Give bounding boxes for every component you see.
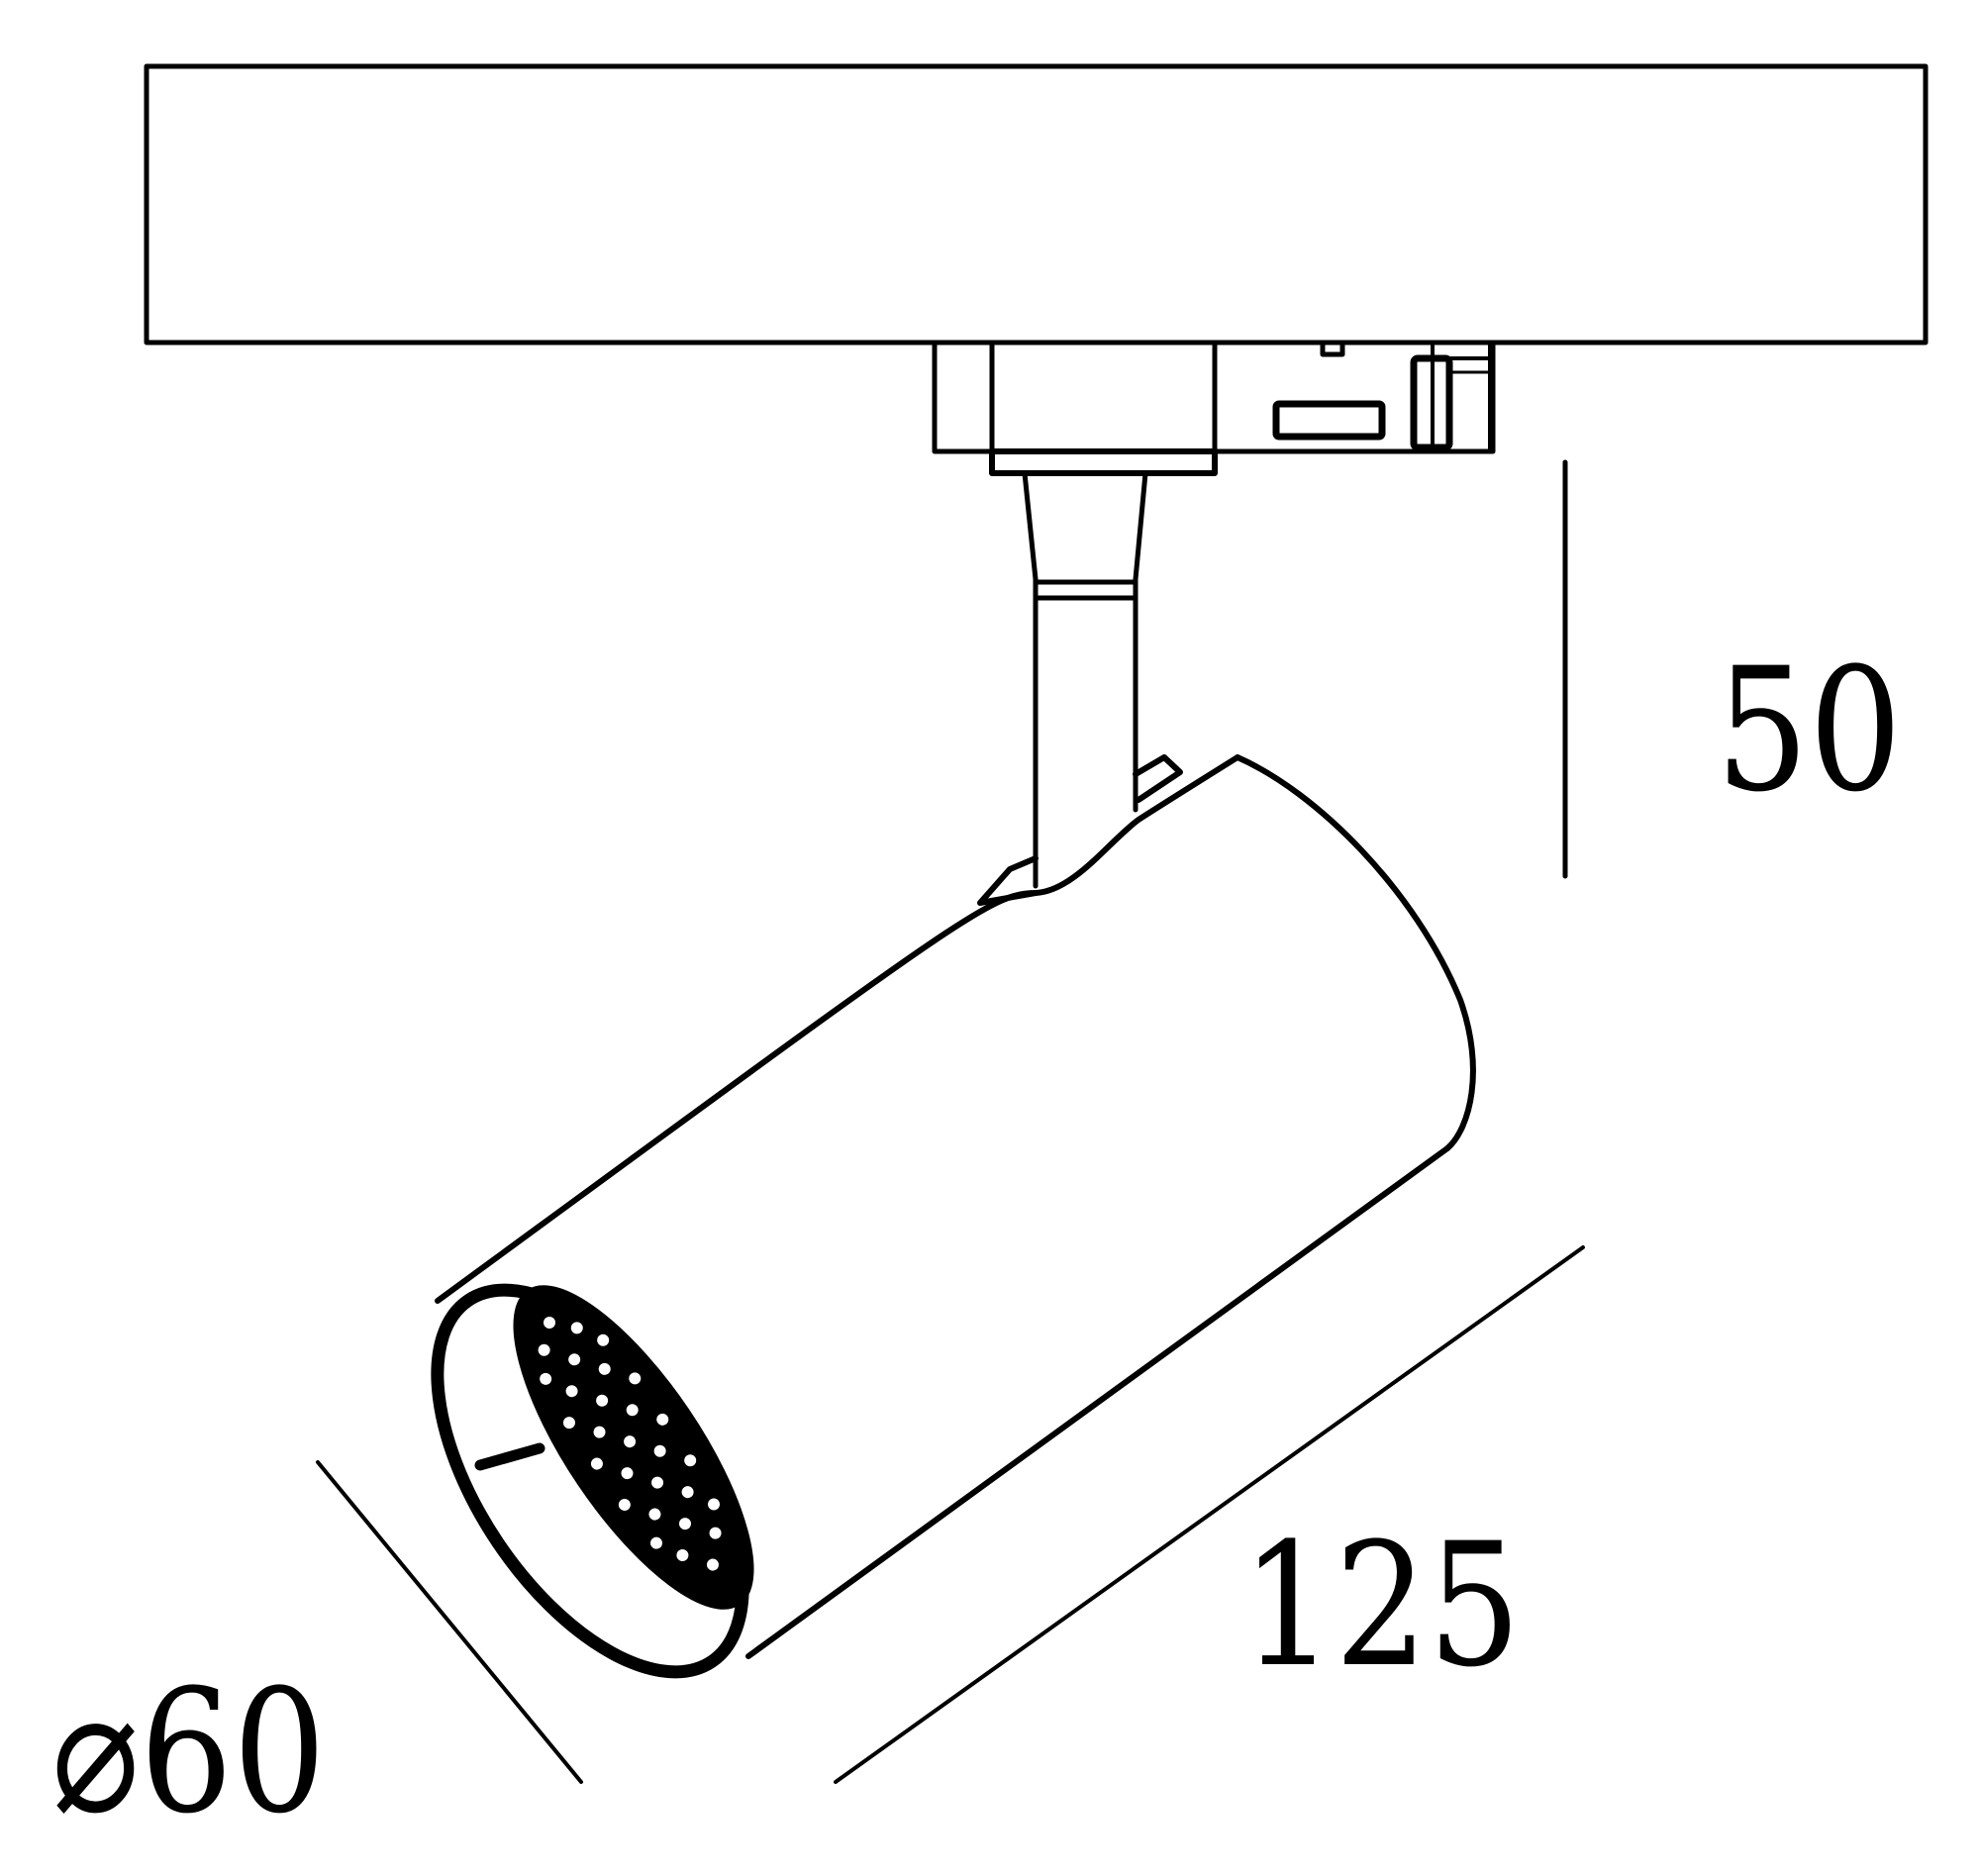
cylinder-body <box>435 754 1476 1659</box>
dimension-label-height: 50 <box>1716 631 1903 830</box>
dimension-label-length: 125 <box>1241 1506 1522 1705</box>
stem <box>977 470 1183 906</box>
dimension-line-diameter <box>316 1460 583 1784</box>
dimension-label-diameter: ⌀60 <box>51 1652 327 1851</box>
track-adapter <box>932 340 1496 476</box>
dimension-line-length <box>834 1245 1585 1784</box>
honeycomb-louver <box>513 1285 754 1610</box>
track-rail <box>144 63 1929 346</box>
